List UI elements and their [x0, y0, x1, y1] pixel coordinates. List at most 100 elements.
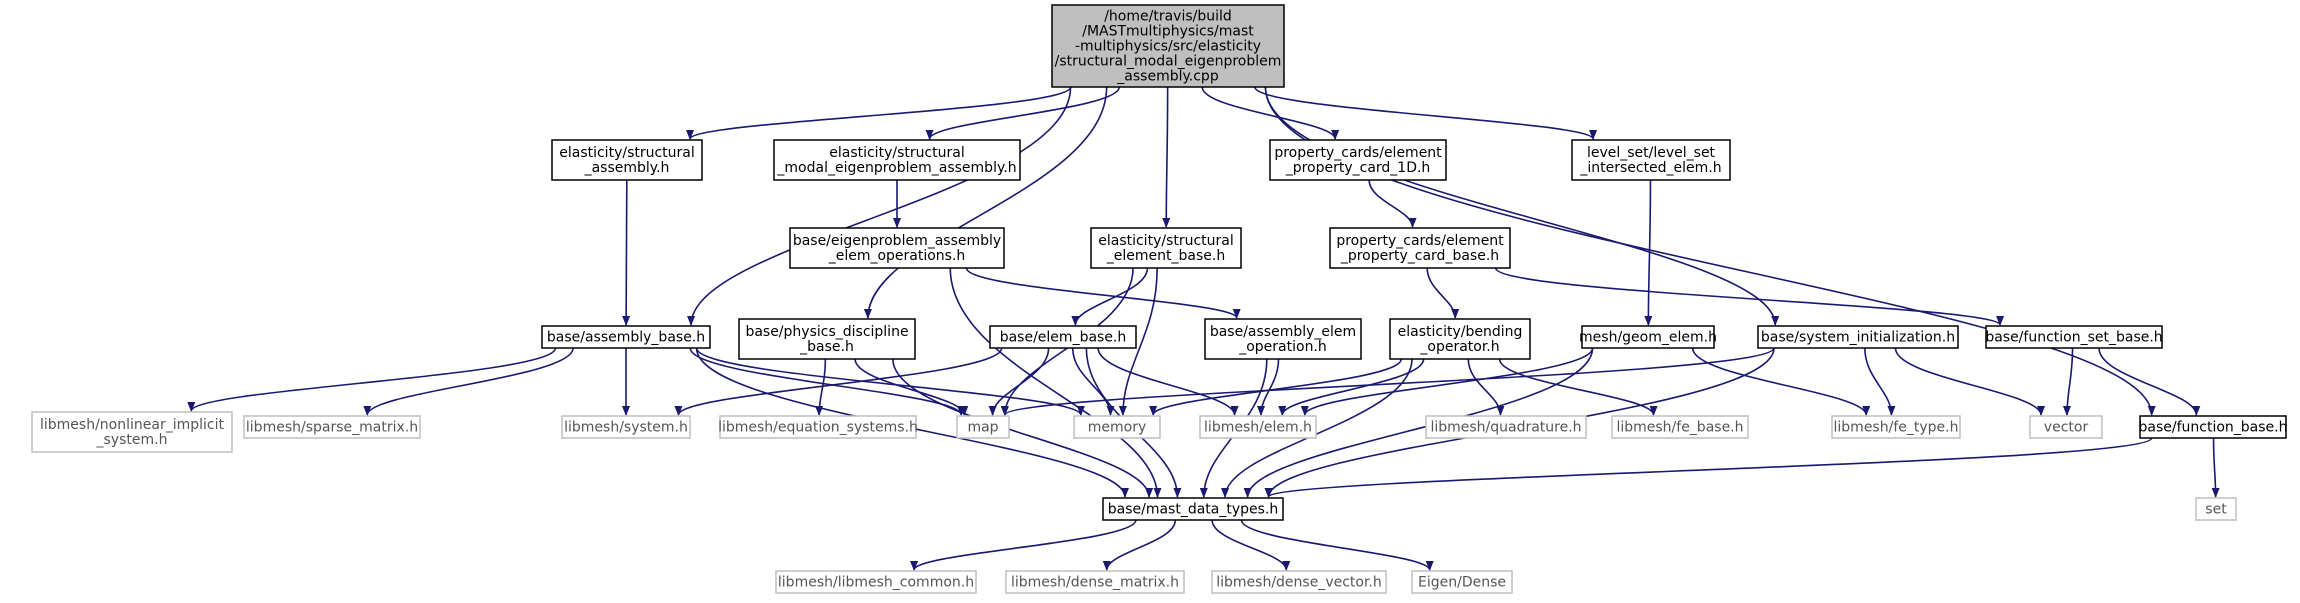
node-box: [738, 318, 916, 360]
edge-sys-init-to-fe-type: [1864, 347, 1896, 416]
node-func-base[interactable]: base/function_base.h: [2139, 415, 2288, 439]
node-box: [1611, 415, 1749, 439]
node-box: [1269, 139, 1447, 181]
edge-func-set-base-to-func-base: [2098, 347, 2201, 416]
node-label-line: _elem_operations.h: [828, 248, 966, 264]
edge-assembly-elem-op-to-elem-h: [1257, 358, 1280, 416]
node-box: [719, 415, 917, 439]
node-struct-elem-base[interactable]: elasticity/structural_element_base.h: [1090, 227, 1242, 269]
edge-physics-to-mast-types: [892, 358, 1154, 498]
node-label-line: libmesh/sparse_matrix.h: [246, 420, 418, 436]
node-label-line: _assembly.cpp: [1116, 69, 1219, 85]
node-box: [1389, 318, 1531, 360]
edge-mast-types-to-dense-vector: [1211, 519, 1291, 571]
node-label-line: libmesh/nonlinear_implicit: [40, 417, 224, 433]
edge-sys-init-to-vector: [1894, 347, 2045, 416]
node-quadrature: libmesh/quadrature.h: [1425, 415, 1587, 439]
edge-root-to-struct-elem-base: [1162, 86, 1171, 228]
node-mast-types[interactable]: base/mast_data_types.h: [1102, 497, 1284, 521]
node-eq-systems: libmesh/equation_systems.h: [718, 415, 918, 439]
node-box: [1757, 325, 1959, 349]
node-label-line: base/elem_base.h: [1000, 330, 1127, 346]
edge-struct-elem-base-to-elem-base: [1071, 267, 1149, 326]
node-elem-base[interactable]: base/elem_base.h: [989, 325, 1137, 349]
edge-struct-elem-base-to-memory: [1118, 267, 1158, 416]
node-func-set-base[interactable]: base/function_set_base.h: [1985, 325, 2163, 349]
node-label-line: base/system_initialization.h: [1761, 330, 1955, 346]
node-box: [561, 415, 691, 439]
node-structural-assembly[interactable]: elasticity/structural_assembly.h: [551, 139, 703, 181]
node-assembly-elem-op[interactable]: base/assembly_elem_operation.h: [1204, 318, 1362, 360]
node-label-line: base/eigenproblem_assembly: [793, 233, 1001, 249]
node-eigen-ops[interactable]: base/eigenproblem_assembly_elem_operatio…: [789, 227, 1005, 269]
edge-func-base-to-set: [2211, 437, 2220, 498]
node-box: [1051, 4, 1285, 88]
edge-elem-base-to-memory: [1071, 347, 1115, 416]
edge-bending-to-memory: [1149, 358, 1402, 416]
node-sparse: libmesh/sparse_matrix.h: [243, 415, 421, 439]
edge-structural-assembly-to-assembly-base: [622, 179, 631, 326]
node-physics[interactable]: base/physics_discipline_base.h: [738, 318, 916, 360]
node-box: [1199, 415, 1317, 439]
node-elem-prop-1d[interactable]: property_cards/element_property_card_1D.…: [1269, 139, 1447, 181]
edge-level-set-to-geom-elem: [1644, 179, 1653, 326]
node-label-line: property_cards/element: [1336, 233, 1504, 249]
edge-elem-prop-base-to-bending: [1426, 267, 1460, 319]
node-level-set[interactable]: level_set/level_set_intersected_elem.h: [1571, 139, 1731, 181]
node-label-line: base/mast_data_types.h: [1108, 502, 1279, 518]
edge-func-set-base-to-vector: [2062, 347, 2074, 416]
node-label-line: elasticity/bending: [1398, 324, 1523, 340]
node-label-line: _operation.h: [1238, 339, 1327, 355]
node-box: [541, 325, 711, 349]
node-vector: vector: [2029, 415, 2103, 439]
node-label-line: libmesh/fe_base.h: [1616, 420, 1743, 436]
nodes-layer: /home/travis/build/MASTmultiphysics/mast…: [31, 4, 2288, 594]
edge-geom-elem-to-fe-type: [1691, 347, 1871, 416]
node-box: [1211, 570, 1387, 594]
node-libmesh-common: libmesh/libmesh_common.h: [775, 570, 977, 594]
edge-eigen-ops-to-assembly-elem-op: [965, 267, 1241, 319]
edge-func-base-to-mast-types: [1264, 437, 2153, 498]
node-box: [1329, 227, 1511, 269]
node-label-line: /home/travis/build: [1104, 9, 1232, 25]
node-box: [773, 139, 1021, 181]
node-label-line: _element_base.h: [1106, 248, 1225, 264]
node-dense-matrix: libmesh/dense_matrix.h: [1005, 570, 1185, 594]
node-label-line: level_set/level_set: [1587, 145, 1716, 161]
node-label-line: -multiphysics/src/elasticity: [1075, 39, 1261, 55]
node-label-line: map: [967, 420, 998, 436]
edge-physics-to-map: [854, 358, 969, 416]
node-box: [1425, 415, 1587, 439]
node-bending[interactable]: elasticity/bending_operator.h: [1389, 318, 1531, 360]
node-label-line: elasticity/structural: [1098, 233, 1234, 249]
node-box: [1102, 497, 1284, 521]
node-box: [31, 411, 233, 453]
node-box: [551, 139, 703, 181]
node-label-line: _modal_eigenproblem_assembly.h: [776, 160, 1016, 176]
edge-elem-prop-base-to-func-set-base: [1494, 267, 2004, 326]
edge-mast-types-to-libmesh-common: [910, 519, 1137, 571]
node-modal-eigen[interactable]: elasticity/structural_modal_eigenproblem…: [773, 139, 1021, 181]
node-box: [1090, 227, 1242, 269]
node-assembly-base[interactable]: base/assembly_base.h: [541, 325, 711, 349]
edge-bending-to-fe-base: [1498, 358, 1658, 416]
edge-root-to-physics: [863, 86, 1108, 319]
edge-elem-base-to-system: [674, 347, 1003, 416]
node-root[interactable]: /home/travis/build/MASTmultiphysics/mast…: [1051, 4, 1285, 88]
node-box: [956, 415, 1010, 439]
node-sys-init[interactable]: base/system_initialization.h: [1757, 325, 1959, 349]
node-label-line: elasticity/structural: [559, 145, 695, 161]
node-elem-prop-base[interactable]: property_cards/element_property_card_bas…: [1329, 227, 1511, 269]
edges-layer: [187, 86, 2220, 571]
node-box: [1581, 325, 1715, 349]
node-nonlinear: libmesh/nonlinear_implicit_system.h: [31, 411, 233, 453]
edge-root-to-modal-eigen: [925, 86, 1121, 140]
edge-bending-to-elem-h: [1278, 358, 1425, 416]
node-map: map: [956, 415, 1010, 439]
edge-root-to-elem-prop-1d: [1201, 86, 1340, 140]
edge-elem-base-to-map: [988, 347, 1050, 416]
node-geom-elem[interactable]: mesh/geom_elem.h: [1579, 325, 1717, 349]
edge-geom-elem-to-elem-h: [1300, 347, 1594, 416]
node-box: [1204, 318, 1362, 360]
